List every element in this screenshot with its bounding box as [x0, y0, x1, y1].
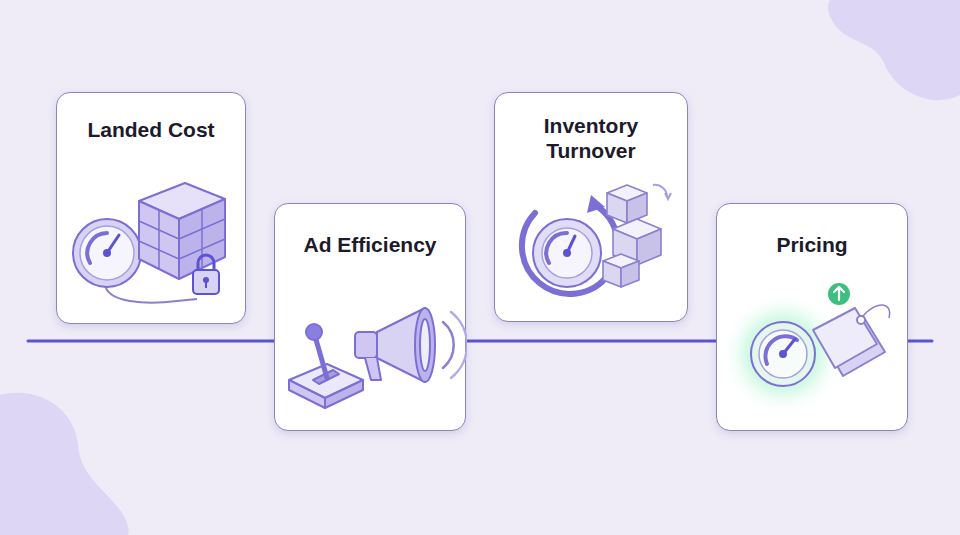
metric-card: Inventory Turnover [494, 92, 688, 322]
corner-blob [0, 393, 129, 535]
card-title: Inventory Turnover [516, 113, 666, 163]
card-title: Landed Cost [66, 117, 236, 142]
metric-card: Ad Efficiency [274, 203, 466, 431]
card-title: Ad Efficiency [285, 232, 455, 257]
metric-card: Landed Cost [56, 92, 246, 324]
corner-blob [828, 0, 960, 100]
card-title: Pricing [727, 232, 897, 257]
metric-card: Pricing [716, 203, 908, 431]
